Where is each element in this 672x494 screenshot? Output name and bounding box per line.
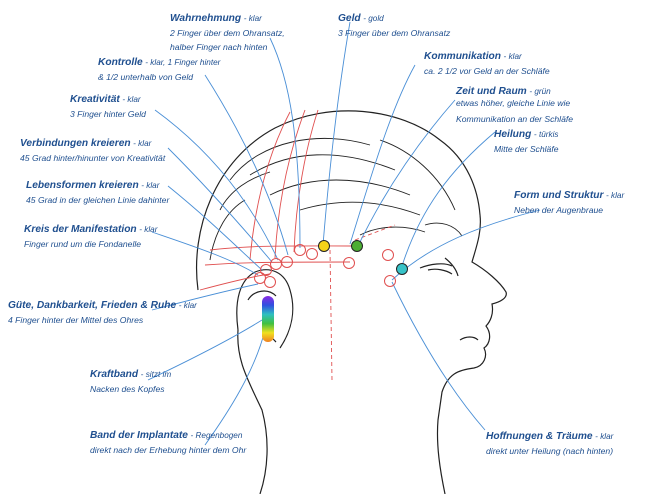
- point-zeit-und-raum: [351, 240, 363, 252]
- label-kreativitaet: Kreativität - klar 3 Finger hinter Geld: [70, 94, 146, 119]
- point-wahrnehmung: [294, 244, 306, 256]
- label-hoffnungen: Hoffnungen & Träume - klar direkt unter …: [486, 431, 614, 456]
- label-zeit-und-raum: Zeit und Raum - grün etwas höher, gleich…: [456, 86, 574, 124]
- label-lebensformen: Lebensformen kreieren - klar 45 Grad in …: [26, 180, 170, 205]
- energy-points: [254, 240, 408, 288]
- point-guete: [264, 276, 276, 288]
- label-wahrnehmung: Wahrnehmung - klar 2 Finger über dem Ohr…: [170, 13, 285, 52]
- label-kraftband: Kraftband - sitzt im Nacken des Kopfes: [90, 369, 172, 394]
- point-kommunikation: [343, 257, 355, 269]
- point-verbindungen: [270, 258, 282, 270]
- label-implantate: Band der Implantate - Regenbogen direkt …: [90, 430, 247, 455]
- label-heilung: Heilung - türkis Mitte der Schläfe: [494, 129, 559, 154]
- label-form-struktur: Form und Struktur - klar Neben der Augen…: [514, 190, 625, 215]
- hair-lines: [209, 137, 463, 261]
- rainbow-band: [262, 296, 274, 342]
- label-manifestation: Kreis der Manifestation - klar Finger ru…: [24, 224, 158, 249]
- label-verbindungen: Verbindungen kreieren - klar 45 Grad hin…: [20, 138, 166, 163]
- label-guete: Güte, Dankbarkeit, Frieden & Ruhe - klar…: [8, 300, 197, 325]
- red-guide-lines: [199, 109, 396, 381]
- leader-lines: [147, 21, 541, 446]
- point-hoffnungen: [384, 275, 396, 287]
- label-kommunikation: Kommunikation - klar ca. 2 1/2 vor Geld …: [424, 51, 550, 76]
- point-kontrolle: [306, 248, 318, 260]
- point-heilung: [396, 263, 408, 275]
- point-lebensformen: [260, 264, 272, 276]
- label-geld: Geld - gold 3 Finger über dem Ohransatz: [338, 13, 451, 38]
- point-form-struktur: [382, 249, 394, 261]
- label-kontrolle: Kontrolle - klar, 1 Finger hinter & 1/2 …: [98, 57, 221, 82]
- point-geld: [318, 240, 330, 252]
- point-manifestation: [254, 272, 266, 284]
